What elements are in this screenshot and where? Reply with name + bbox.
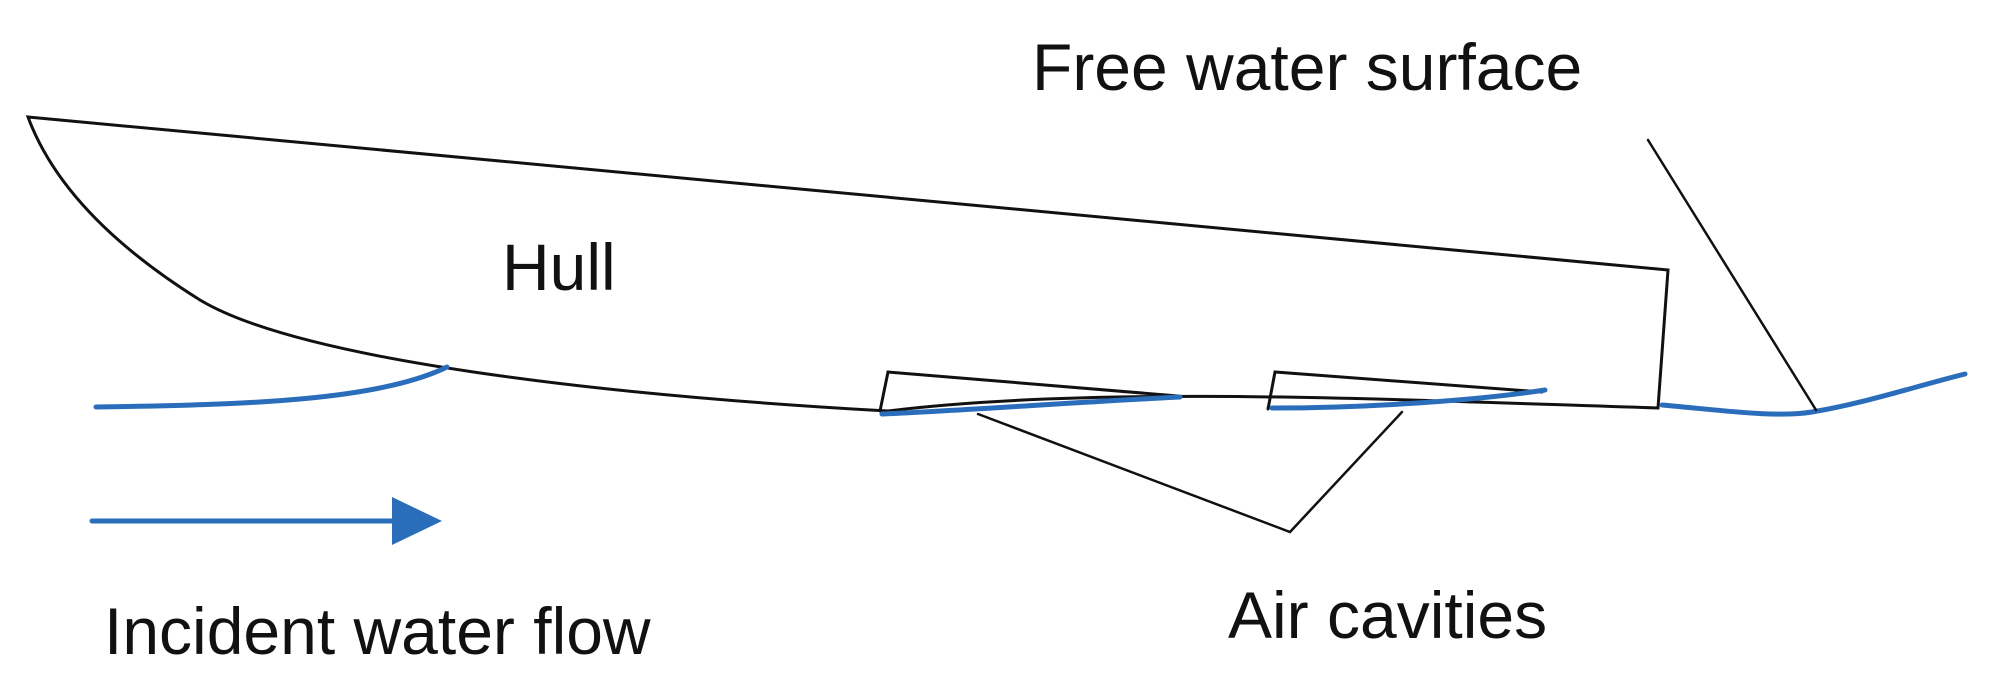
hull-outline bbox=[25, 115, 1670, 413]
incident-flow-label: Incident water flow bbox=[104, 594, 651, 668]
hull-label: Hull bbox=[502, 230, 616, 304]
air-cavity-step-2 bbox=[1266, 370, 1544, 411]
water-surface-cavity-1 bbox=[879, 394, 1183, 417]
incident-flow-arrow-head bbox=[392, 497, 442, 545]
free-surface-label: Free water surface bbox=[1032, 30, 1582, 104]
air-cavities-label: Air cavities bbox=[1228, 578, 1547, 652]
water-surface-bow bbox=[93, 364, 450, 410]
free-water-surface-wave bbox=[1659, 371, 1968, 417]
free-surface-leader-line bbox=[1646, 138, 1818, 412]
air-cavity-step-1 bbox=[878, 370, 1180, 413]
air-cavities-leader-lines bbox=[976, 410, 1404, 534]
water-surface-cavity-2 bbox=[1269, 387, 1548, 411]
